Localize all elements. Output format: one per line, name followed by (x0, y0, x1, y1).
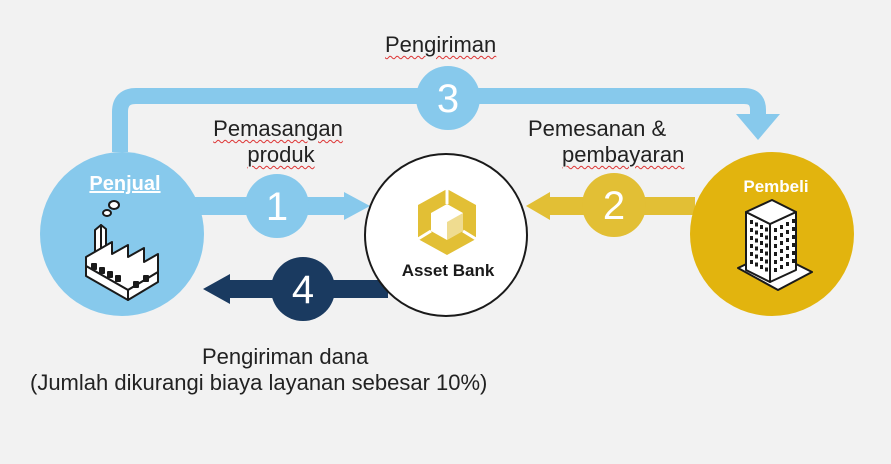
office-building-icon (737, 199, 813, 291)
step-1-badge: 1 (245, 174, 309, 238)
building-window (786, 246, 789, 250)
hexagon-logo-icon (417, 189, 477, 255)
building-window (765, 243, 768, 248)
svg-text:4: 4 (292, 268, 314, 312)
building-window (792, 219, 795, 223)
building-window (760, 265, 763, 269)
building-window (750, 260, 753, 264)
buyer-label: Pembeli (743, 177, 808, 196)
building-window (750, 236, 753, 240)
building-window (760, 233, 763, 237)
building-window (786, 254, 789, 258)
building-window (792, 235, 795, 239)
step-3-label: Pengiriman (385, 32, 497, 57)
building-window (792, 243, 795, 247)
building-window (755, 262, 758, 267)
building-window (786, 230, 789, 234)
building-window (780, 225, 783, 229)
building-window (765, 227, 768, 232)
building-window (780, 241, 783, 245)
building-window (755, 222, 758, 227)
building-window (760, 225, 763, 229)
step-4-badge: 4 (271, 257, 335, 321)
building-window (774, 228, 777, 232)
step-3-badge: 3 (416, 66, 480, 130)
building-window (780, 233, 783, 237)
building-window (792, 259, 795, 263)
building-window (750, 252, 753, 256)
building-window (786, 262, 789, 266)
building-window (780, 265, 783, 269)
building-window (755, 246, 758, 251)
building-window (792, 251, 795, 255)
building-window (780, 249, 783, 253)
building-window (774, 236, 777, 240)
building-window (755, 230, 758, 235)
building-window (760, 257, 763, 261)
building-window (750, 228, 753, 232)
bank-label: Asset Bank (402, 261, 495, 280)
building-window (765, 235, 768, 240)
building-window (774, 260, 777, 264)
building-window (750, 220, 753, 224)
svg-text:2: 2 (603, 184, 625, 228)
building-window (765, 259, 768, 264)
building-window (760, 249, 763, 253)
building-window (774, 252, 777, 256)
seller-node (40, 152, 204, 316)
building-window (774, 244, 777, 248)
step-2-badge: 2 (582, 173, 646, 237)
building-window (765, 267, 768, 272)
building-window (786, 238, 789, 242)
building-window (755, 254, 758, 259)
building-window (786, 222, 789, 226)
building-window (792, 227, 795, 231)
building-window (755, 238, 758, 243)
building-window (780, 257, 783, 261)
building-window (760, 241, 763, 245)
step-2-label: Pemesanan & pembayaran (528, 116, 685, 167)
step-1-label: Pemasangan produk (213, 116, 343, 167)
seller-label: Penjual (89, 173, 160, 195)
step-4-label: Pengiriman dana (Jumlah dikurangi biaya … (30, 344, 488, 395)
building-window (750, 244, 753, 248)
factory-icon (85, 200, 159, 301)
svg-text:3: 3 (437, 77, 459, 121)
building-window (765, 251, 768, 256)
building-window (774, 268, 777, 272)
svg-text:1: 1 (266, 185, 288, 229)
